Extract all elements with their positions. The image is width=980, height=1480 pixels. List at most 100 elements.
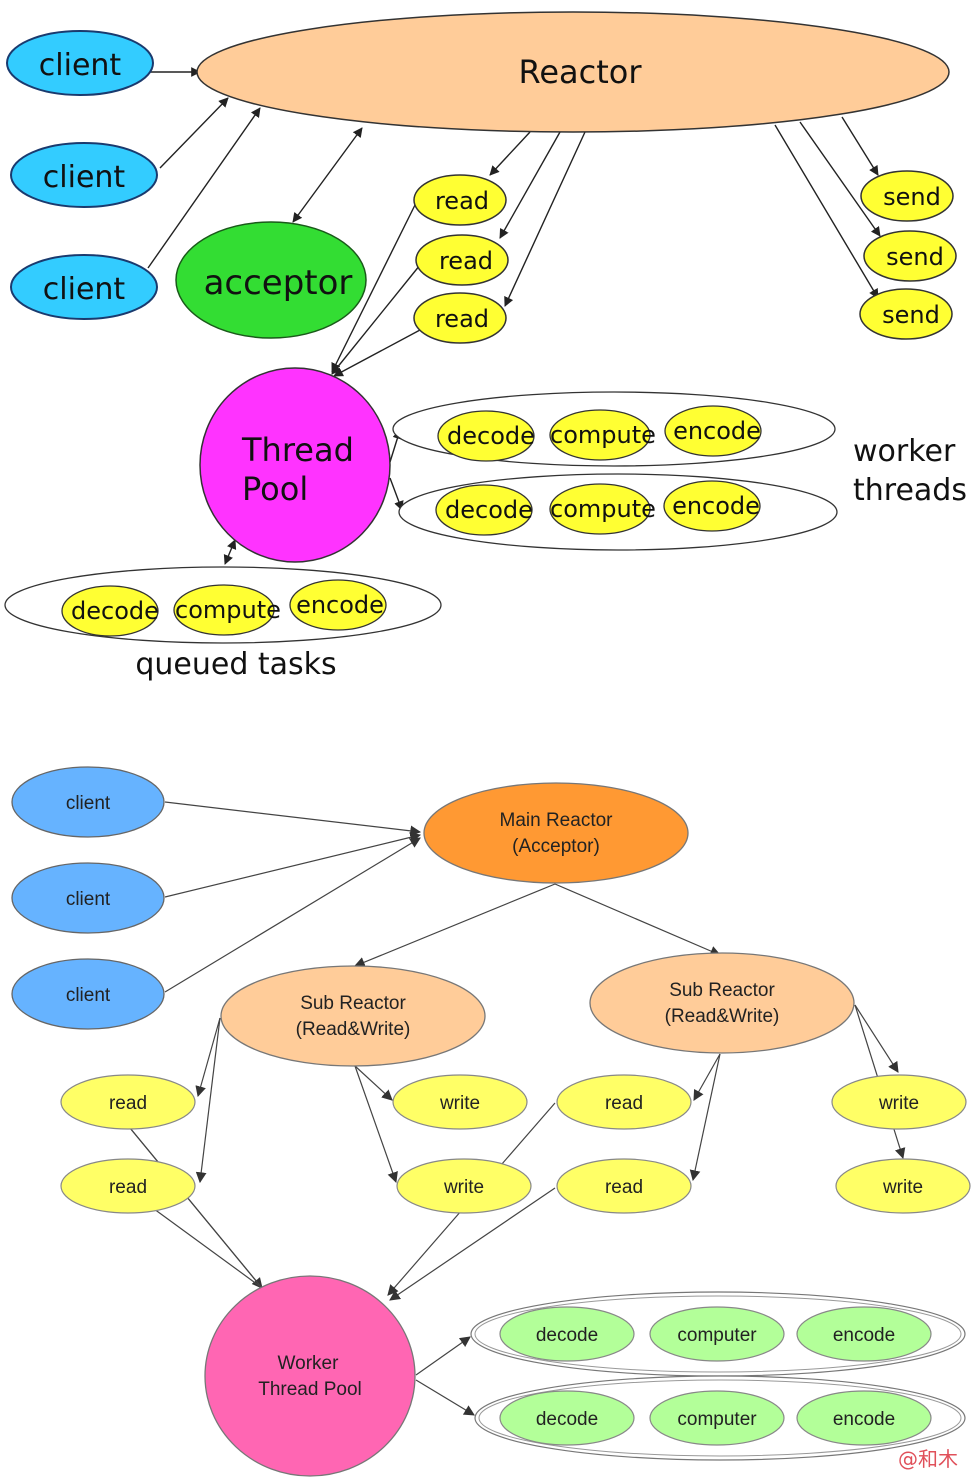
client-label: client [43,272,126,307]
arrow-reactor-send3 [774,124,879,299]
read-label: read [435,187,489,215]
arrow-pool-queue [223,539,237,565]
client-label: client [66,793,111,814]
read-node: read [413,174,507,226]
worker-pool-label-line2: Thread Pool [258,1379,362,1400]
task-encode: encode [296,591,384,619]
read-label: read [109,1093,147,1114]
send-label: send [882,301,940,329]
arrow-main-sub-right [554,883,721,957]
client-label: client [39,48,122,83]
arrow-read1-pool [331,204,416,373]
write-node: write [835,1158,971,1214]
arrow-reactor-read3 [504,131,586,307]
reactor-node: Reactor [196,11,950,133]
arrow-pool-worker2 [389,477,404,511]
arrow-read1-pool-shadow [129,1127,263,1289]
client-node: client [10,142,158,208]
task-encode: encode [673,417,761,445]
read-label: read [439,247,493,275]
read-label: read [605,1093,643,1114]
arrow-main-sub-left [354,883,556,968]
read-node: read [413,292,507,344]
sub-reactor-label-line2: (Read&Write) [665,1006,780,1027]
task-decode: decode [447,422,535,450]
single-reactor-diagram: Reactor client client client acceptor re… [4,11,967,682]
task-compute: compute [550,495,656,523]
worker-thread-pool-node: Worker Thread Pool [204,1275,416,1477]
task-row: decode computer encode [474,1375,966,1461]
read-node: read [415,234,509,286]
arrow-client2-reactor [159,97,229,169]
client-label: client [66,985,111,1006]
arrow-subl-write2 [354,1065,398,1184]
task-row: decode computer encode [470,1291,966,1377]
read-node: read [556,1074,692,1130]
write-label: write [443,1177,484,1198]
acceptor-node: acceptor [175,221,367,339]
sub-reactor-label-line2: (Read&Write) [296,1019,411,1040]
client-node: client [11,862,165,934]
arrow-pool-row1 [415,1336,471,1376]
worker-thread-row: decode compute encode [398,473,838,551]
worker-pool-label-line1: Worker [278,1353,340,1374]
send-label: send [886,243,944,271]
queued-tasks-label: queued tasks [135,647,336,682]
thread-pool-node: Thread Pool [199,367,391,563]
watermark: @和木 [898,1447,958,1471]
read-label: read [435,305,489,333]
client-label: client [43,160,126,195]
task-computer: computer [677,1409,757,1430]
arrow-read3-pool [333,329,421,377]
acceptor-label: acceptor [204,263,353,303]
write-label: write [878,1093,919,1114]
client-node: client [10,254,158,320]
thread-pool-label-line2: Pool [242,470,308,508]
arrow-subr-read2 [689,1053,721,1182]
read-node: read [60,1074,196,1130]
client-node: client [11,766,165,838]
arrow-rread2-pool [389,1187,556,1301]
task-decode: decode [445,496,533,524]
arrow-client1-main [164,801,422,837]
main-reactor-node: Main Reactor (Acceptor) [423,782,689,884]
write-node: write [396,1158,532,1214]
send-label: send [883,183,941,211]
send-node: send [863,230,957,282]
write-label: write [882,1177,923,1198]
task-compute: compute [550,421,656,449]
read-label: read [605,1177,643,1198]
arrow-subr-write1 [854,1004,899,1073]
client-node: client [11,958,165,1030]
client-label: client [66,889,111,910]
arrow-subr-read1 [693,1053,721,1101]
arrow-client3-reactor [147,107,261,269]
write-label: write [439,1093,480,1114]
arrow-reactor-send1 [841,116,879,176]
arrow-reactor-send2 [799,121,881,237]
arrow-subl-read1 [195,1017,221,1098]
sub-reactor-label-line1: Sub Reactor [669,980,775,1001]
arrow-read2-pool [149,1205,266,1291]
worker-thread-row: decode compute encode [392,391,836,467]
arrow-reactor-read2 [499,131,561,239]
arrow-reactor-acceptor [292,127,363,223]
send-node: send [859,288,953,340]
worker-threads-label-line2: threads [853,473,967,508]
client-node: client [6,30,154,96]
sub-reactor-left-node: Sub Reactor (Read&Write) [220,965,486,1067]
read-node: read [60,1158,196,1214]
main-reactor-label-line2: (Acceptor) [512,836,600,857]
task-decode: decode [536,1409,598,1430]
thread-pool-label-line1: Thread [241,431,354,469]
write-node: write [831,1074,967,1130]
main-reactor-label-line1: Main Reactor [500,810,614,831]
arrow-reactor-read1 [489,131,531,176]
read-node: read [556,1158,692,1214]
arrow-client2-main [164,832,422,898]
task-compute: compute [175,596,281,624]
task-computer: computer [677,1325,757,1346]
sub-reactor-label-line1: Sub Reactor [300,993,406,1014]
read-label: read [109,1177,147,1198]
write-node: write [392,1074,528,1130]
